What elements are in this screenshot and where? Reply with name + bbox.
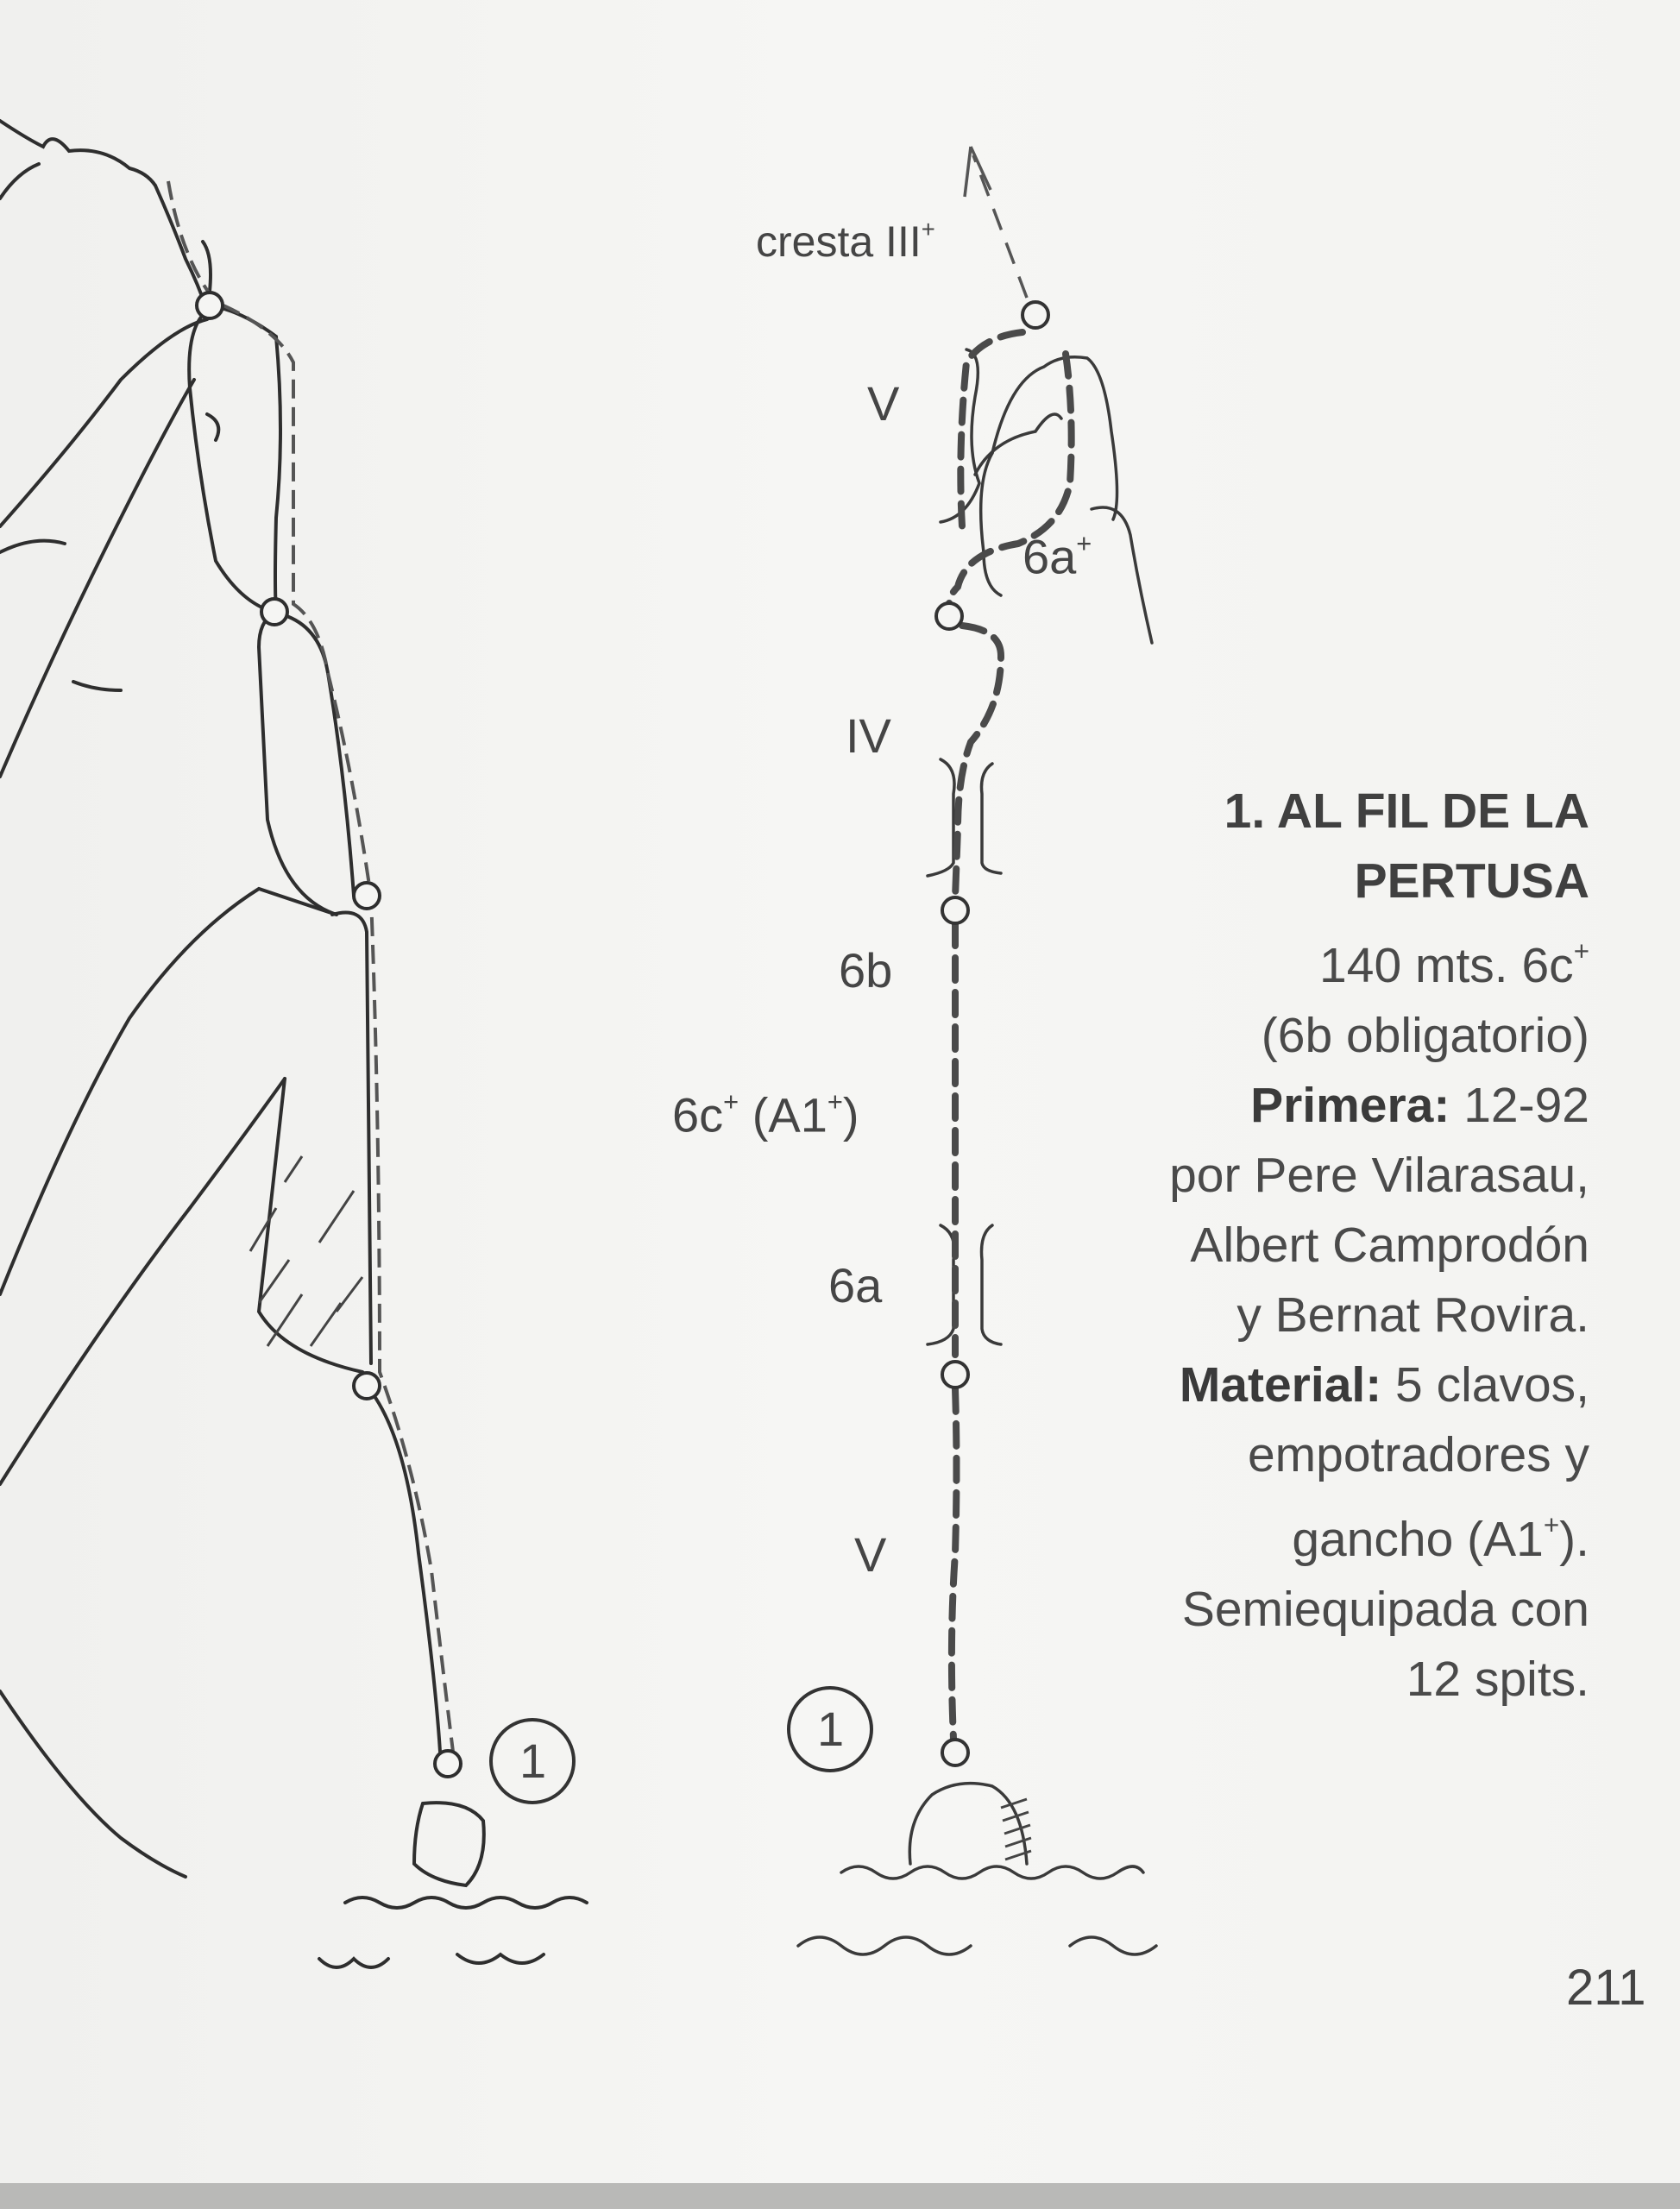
label-cresta: cresta III+ [756, 217, 935, 263]
material-line3-end: ). [1559, 1512, 1589, 1568]
topo-route-line [946, 329, 1075, 1742]
grade-text: 6a [1022, 529, 1077, 584]
belay-icon [934, 601, 964, 631]
belay-icon [260, 597, 289, 626]
first-date: 12-92 [1450, 1078, 1589, 1134]
left-belay-stations [195, 291, 462, 1778]
belay-icon [352, 881, 381, 910]
grade-label-6a: 6a [828, 1258, 883, 1312]
route-number-left: 1 [519, 1734, 547, 1788]
length-grade-sup: + [1573, 936, 1589, 966]
route-material: Material: 5 clavos, [1169, 1350, 1589, 1420]
first-label: Primera: [1250, 1078, 1450, 1134]
grade-label-v-bottom: V [854, 1527, 887, 1582]
route-material-line2: empotradores y [1247, 1427, 1589, 1483]
belay-icon [195, 291, 224, 320]
route-title-line1: 1. AL FIL DE LA [1224, 784, 1589, 839]
exit-arrow-line [972, 154, 1029, 299]
route-number-circle-right [787, 1686, 873, 1772]
material-line1: 5 clavos, [1381, 1357, 1589, 1413]
grade-label-6c-plus-a1: 6c+ (A1+) [672, 1086, 859, 1142]
topo-rock-outline [796, 348, 1158, 1956]
left-route-line [167, 180, 455, 1753]
grade-label-v-top: V [867, 376, 900, 431]
route-first-ascent: Primera: 12-92 [1169, 1071, 1589, 1141]
topo-hatching [1000, 1797, 1032, 1861]
belay-icon [941, 896, 970, 925]
arrow-up-icon [963, 146, 992, 198]
belay-icon [352, 1371, 381, 1400]
aid-close: ) [842, 1087, 859, 1142]
material-line3-sup: + [1543, 1510, 1560, 1541]
label-cresta-text: cresta III [756, 217, 922, 266]
aid-text: (A1 [752, 1087, 827, 1142]
route-by-line2: Albert Camprodón [1190, 1218, 1589, 1274]
route-number-circle-left [489, 1718, 576, 1804]
route-equip-line2: 12 spits. [1406, 1652, 1589, 1708]
left-hatching [249, 1155, 364, 1347]
material-line3-text: gancho (A1 [1292, 1512, 1544, 1568]
label-cresta-sup: + [921, 216, 935, 242]
route-info: 1. AL FIL DE LA PERTUSA 140 mts. 6c+ (6b… [1169, 777, 1589, 1715]
route-number-right: 1 [817, 1702, 845, 1756]
grade-label-iv: IV [846, 708, 891, 763]
length-grade-text: 140 mts. 6c [1319, 938, 1574, 994]
route-title-line2: PERTUSA [1354, 853, 1589, 909]
route-length-grade: 140 mts. 6c+ [1169, 916, 1589, 1001]
grade-label-6b: 6b [839, 943, 893, 998]
grade-text: 6c [672, 1087, 724, 1142]
belay-icon [1021, 300, 1050, 330]
belay-icon [941, 1738, 970, 1767]
route-by-line1: por Pere Vilarasau, [1169, 1148, 1589, 1204]
route-equip-line1: Semiequipada con [1181, 1582, 1589, 1638]
topo-belay-stations [934, 300, 1050, 1767]
material-label: Material: [1179, 1357, 1382, 1413]
page-number: 211 [1566, 1960, 1646, 2016]
grade-sup: + [1076, 528, 1092, 558]
belay-icon [433, 1749, 462, 1778]
page-edge-shadow [0, 2183, 1680, 2209]
grade-label-6a-plus: 6a+ [1022, 528, 1092, 584]
grade-sup: + [723, 1086, 739, 1117]
aid-sup: + [827, 1086, 843, 1117]
belay-icon [941, 1360, 970, 1389]
route-by-line3: y Bernat Rovira. [1236, 1287, 1589, 1344]
route-material-line3: gancho (A1+). [1169, 1490, 1589, 1575]
route-obligatory: (6b obligatorio) [1261, 1008, 1589, 1064]
